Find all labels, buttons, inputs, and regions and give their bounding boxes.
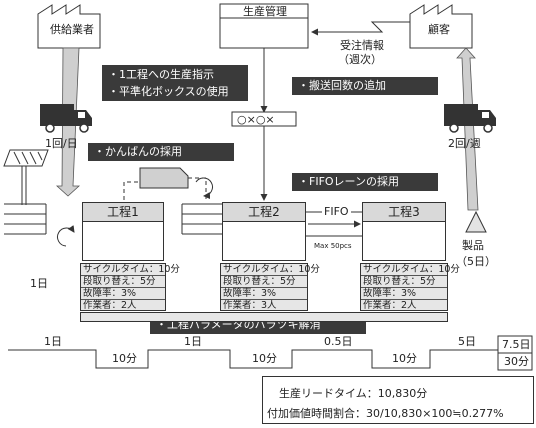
- timeline-wait-2: 1日: [184, 335, 202, 348]
- inbound-frequency: 1回/日: [45, 137, 78, 150]
- customer-label: 顧客: [428, 23, 450, 36]
- note-kanban: ・かんばんの採用: [88, 143, 234, 161]
- process-2-failure-rate: 故障率：3%: [221, 288, 307, 300]
- production-control-label: 生産管理: [243, 5, 287, 18]
- process-1-failure-rate: 故障率：3%: [81, 288, 165, 300]
- supermarket-shelf: [181, 203, 222, 235]
- shipment-arrow: [456, 47, 479, 211]
- note-fifo: ・FIFOレーンの採用: [292, 173, 438, 191]
- kanban-card-icon: [139, 167, 189, 189]
- process-1-cycle-time: サイクルタイム：10分: [81, 264, 180, 276]
- process-3-metrics: サイクルタイム：10分 段取り替え：5分 故障率：3% 作業者：2人: [360, 263, 460, 311]
- note-leveling-line2: ・平準化ボックスの使用: [108, 85, 229, 98]
- metrics-bar: [80, 312, 448, 322]
- note-leveling: ・1工程への生産指示 ・平準化ボックスの使用: [102, 65, 248, 101]
- timeline-process-2: 10分: [252, 352, 277, 365]
- process-1-box: [82, 221, 164, 261]
- finished-goods-days: （5日）: [456, 255, 496, 268]
- heijunka-box: [231, 111, 297, 127]
- note-shipping-text: ・搬送回数の追加: [298, 79, 386, 92]
- summary-box: 生産リードタイム：10,830分 付加価値時間割合：30/10,830×100≒…: [262, 376, 534, 424]
- supermarket-shelf: [4, 203, 47, 235]
- timeline-total-wait: 7.5日: [502, 338, 531, 351]
- production-control-box: [219, 3, 309, 49]
- fifo-label: FIFO: [322, 205, 351, 218]
- inventory-days-process1: 1日: [30, 277, 48, 290]
- process-2-box: [222, 221, 306, 261]
- timeline-wait-1: 1日: [44, 335, 62, 348]
- supermarket-icon: [3, 149, 49, 205]
- timeline-wait-4: 5日: [458, 335, 476, 348]
- note-shipping: ・搬送回数の追加: [292, 77, 438, 95]
- process-1-title: 工程1: [82, 202, 164, 222]
- process-3-operators: 作業者：2人: [363, 300, 417, 311]
- note-leveling-line1: ・1工程への生産指示: [108, 68, 214, 81]
- value-added-ratio-text: 付加価値時間割合：30/10,830×100≒0.277%: [267, 407, 504, 420]
- process-1-metrics: サイクルタイム：10分 段取り替え：5分 故障率：3% 作業者：2人: [80, 263, 180, 311]
- timeline-total-processing: 30分: [504, 355, 529, 368]
- process-3-box: [362, 221, 446, 261]
- inbound-truck-icon: [40, 104, 92, 133]
- note-fifo-text: ・FIFOレーンの採用: [298, 175, 400, 188]
- lead-time-text: 生産リードタイム：10,830分: [279, 387, 428, 400]
- process-2-changeover: 段取り替え：5分: [221, 276, 307, 288]
- process-2-title: 工程2: [222, 202, 306, 222]
- timeline-process-3: 10分: [392, 352, 417, 365]
- heijunka-symbol: ○×○×: [237, 113, 275, 126]
- process-3-title: 工程3: [362, 202, 446, 222]
- process-3-changeover: 段取り替え：5分: [361, 276, 447, 288]
- finished-goods-label: 製品: [462, 239, 484, 252]
- electronic-info-arrow: [311, 21, 410, 36]
- order-info-label: 受注情報: [340, 39, 384, 52]
- withdrawal-arrow-left: [57, 225, 75, 247]
- fifo-max: Max 50pcs: [314, 242, 352, 250]
- process-1-operators: 作業者：2人: [83, 300, 137, 311]
- timeline-process-1: 10分: [112, 352, 137, 365]
- note-kanban-text: ・かんばんの採用: [94, 145, 182, 158]
- process-2-operators: 作業者：3人: [223, 300, 277, 311]
- process-1-changeover: 段取り替え：5分: [81, 276, 165, 288]
- outbound-frequency: 2回/週: [448, 137, 481, 150]
- timeline-wait-3: 0.5日: [324, 335, 353, 348]
- process-3-failure-rate: 故障率：3%: [361, 288, 447, 300]
- customer-factory-icon: [409, 4, 473, 49]
- outbound-truck-icon: [444, 104, 496, 133]
- order-info-frequency: （週次）: [338, 53, 382, 66]
- process-2-cycle-time: サイクルタイム：10分: [221, 264, 320, 276]
- withdrawal-arrow-right: [195, 177, 213, 200]
- supplier-label: 供給業者: [50, 23, 94, 36]
- process-2-metrics: サイクルタイム：10分 段取り替え：5分 故障率：3% 作業者：3人: [220, 263, 320, 311]
- timeline: [8, 349, 498, 369]
- finished-goods-inventory-icon: [465, 210, 487, 233]
- process-3-cycle-time: サイクルタイム：10分: [361, 264, 460, 276]
